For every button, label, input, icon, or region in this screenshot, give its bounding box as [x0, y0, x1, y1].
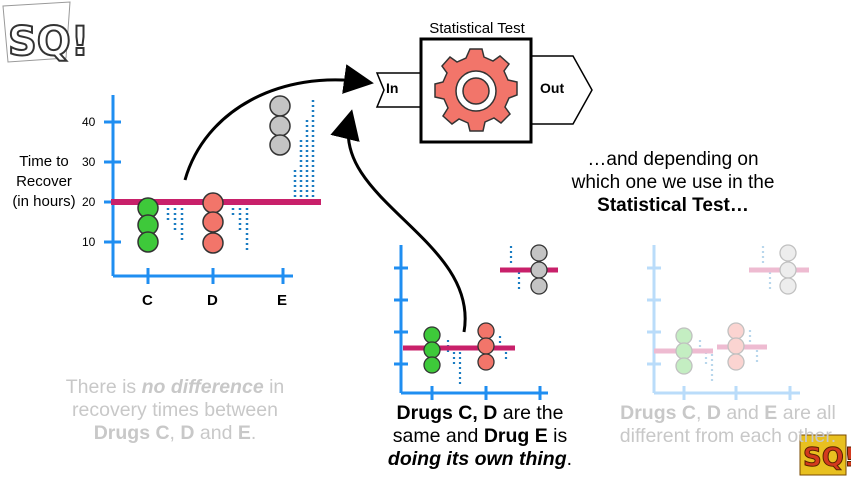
- arrow-middle-to-test: [330, 109, 467, 333]
- svg-text:SQ!: SQ!: [803, 443, 851, 473]
- middle-plot: [394, 244, 558, 400]
- in-label: In: [386, 80, 399, 96]
- caption-no-difference: There is no difference in recovery times…: [65, 376, 285, 444]
- caption-all-different: Drugs C, D and E are all different from …: [619, 402, 837, 447]
- statquest-logo-top: SQ!: [2, 1, 90, 66]
- x-label-d: D: [207, 292, 218, 309]
- main-x-ticks: [146, 268, 285, 284]
- test-title: Statistical Test: [429, 20, 525, 37]
- main-plot: [104, 95, 321, 284]
- depending-line-1: …and depending on: [587, 149, 759, 170]
- ylabel-line-2: Recover: [16, 173, 72, 190]
- main-ylabel: Time to Recover (in hours): [2, 152, 86, 212]
- y-tick-10: 10: [82, 235, 96, 249]
- y-tick-20: 20: [82, 195, 96, 209]
- main-residual-lines: [166, 100, 315, 250]
- depending-line-3: Statistical Test…: [597, 195, 749, 216]
- x-label-c: C: [142, 292, 153, 309]
- depending-line-2: which one we use in the: [571, 172, 775, 193]
- svg-text:SQ!: SQ!: [8, 19, 89, 65]
- y-tick-30: 30: [82, 155, 96, 169]
- y-tick-40: 40: [82, 115, 96, 129]
- statquest-logo-bottom: SQ!: [799, 434, 851, 476]
- x-label-e: E: [277, 292, 288, 309]
- ylabel-line-3: (in hours): [12, 193, 76, 210]
- right-plot: [647, 244, 809, 400]
- main-drug-c-points: [137, 197, 159, 253]
- main-drug-e-points: [269, 95, 291, 156]
- arrow-main-to-test: [183, 64, 374, 181]
- in-block: [375, 72, 422, 108]
- out-label: Out: [540, 80, 565, 96]
- caption-drug-e-different: Drugs C, D are the same and Drug E is do…: [387, 402, 573, 470]
- main-drug-d-points: [202, 192, 224, 254]
- statistical-test-machine: [375, 37, 593, 144]
- depending-text: …and depending on which one we use in th…: [548, 148, 798, 217]
- ylabel-line-1: Time to: [19, 153, 69, 170]
- gear-icon: [434, 48, 518, 132]
